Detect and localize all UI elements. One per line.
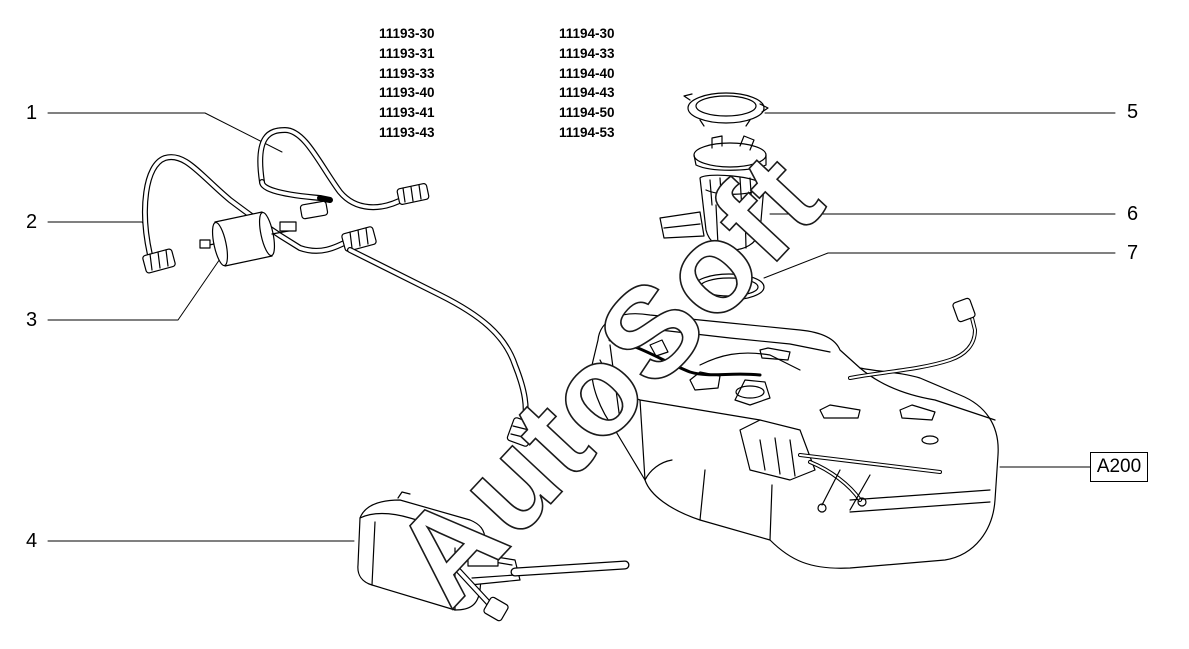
callout-5: 5 (1127, 101, 1139, 123)
fuel-pipe-1 (257, 127, 430, 220)
model-codes-right: 11194-30 11194-33 11194-40 11194-43 1119… (559, 24, 615, 143)
model-code: 11194-53 (559, 124, 615, 140)
model-code: 11193-31 (379, 45, 435, 61)
fuel-tank (591, 297, 999, 569)
callout-1: 1 (26, 102, 38, 124)
model-code: 11193-30 (379, 26, 435, 41)
reference-box-a200: A200 (1090, 452, 1148, 482)
model-code: 11194-40 (559, 65, 615, 81)
leader-lines (47, 112, 1116, 542)
fuel-pipe-2 (142, 154, 536, 447)
model-code: 11193-43 (379, 124, 435, 140)
leader-line-3 (47, 255, 223, 321)
callout-7: 7 (1127, 242, 1139, 264)
locking-ring (683, 92, 769, 127)
pump-seal (693, 273, 765, 301)
charcoal-canister (357, 491, 630, 622)
leader-line-7 (763, 252, 1116, 279)
model-code: 11193-33 (379, 65, 435, 81)
model-code: 11193-41 (379, 105, 435, 121)
callout-3: 3 (26, 309, 38, 331)
model-code: 11193-40 (379, 85, 435, 101)
fuel-filter (199, 211, 297, 267)
model-code: 11194-30 (559, 26, 615, 41)
model-code: 11194-43 (559, 85, 615, 101)
fuel-pump-module (659, 135, 767, 251)
callout-4: 4 (26, 530, 38, 552)
leader-line-2 (47, 221, 149, 231)
leader-line-1 (47, 112, 283, 153)
model-code: 11194-50 (559, 105, 615, 121)
model-codes-left: 11193-30 11193-31 11193-33 11193-40 1119… (379, 24, 435, 143)
model-code: 11194-33 (559, 45, 615, 61)
callout-2: 2 (26, 211, 38, 233)
callout-6: 6 (1127, 203, 1139, 225)
